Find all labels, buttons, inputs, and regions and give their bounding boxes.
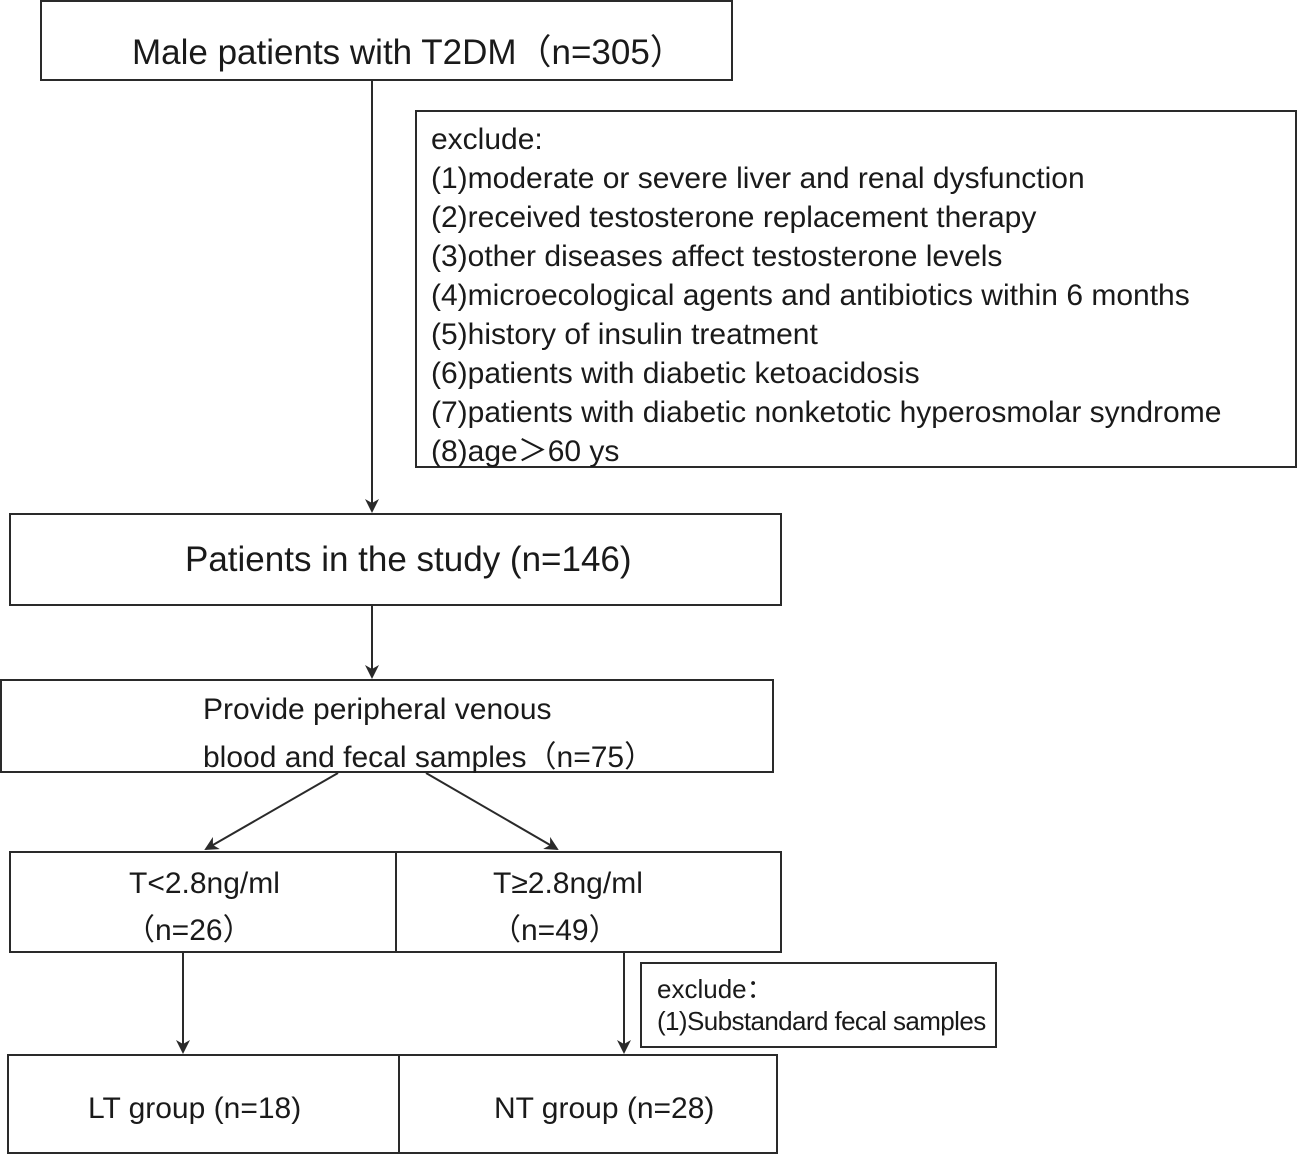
fecal-exclusion-heading: exclude：: [657, 974, 773, 1004]
exclusion-item: (7)patients with diabetic nonketotic hyp…: [431, 396, 1222, 429]
lt-group-box: LT group (n=18): [7, 1054, 400, 1154]
top-box-text: Male patients with T2DM（n=305）: [132, 33, 685, 72]
exclusion-item: (3)other diseases affect testosterone le…: [431, 240, 1003, 273]
low-testosterone-count: （n=26）: [125, 914, 253, 947]
low-testosterone-box: T<2.8ng/ml （n=26）: [9, 851, 397, 953]
normal-testosterone-box: T≥2.8ng/ml （n=49）: [395, 851, 782, 953]
exclusion-item: (1)moderate or severe liver and renal dy…: [431, 162, 1085, 195]
study-patients-text: Patients in the study (n=146): [185, 540, 632, 579]
exclusion-item: (2)received testosterone replacement the…: [431, 201, 1037, 234]
exclusion-item: (5)history of insulin treatment: [431, 318, 818, 351]
exclusion-item: (8)age＞60 ys: [431, 435, 620, 468]
arrow-samples-to-normal-t: [425, 772, 559, 851]
samples-box: Provide peripheral venous blood and feca…: [0, 679, 774, 774]
exclusion-criteria-box: exclude: (1)moderate or severe liver and…: [415, 110, 1297, 468]
study-patients-box: Patients in the study (n=146): [9, 513, 782, 606]
normal-testosterone-count: （n=49）: [491, 914, 619, 947]
low-testosterone-threshold: T<2.8ng/ml: [129, 867, 280, 900]
samples-line-2: blood and fecal samples（n=75）: [203, 741, 655, 774]
arrow-samples-to-low-t: [204, 772, 339, 850]
lt-group-text: LT group (n=18): [88, 1092, 302, 1125]
exclusion-list: exclude: (1)moderate or severe liver and…: [431, 120, 1221, 471]
exclusion-item: (6)patients with diabetic ketoacidosis: [431, 357, 920, 390]
exclusion-item: (4)microecological agents and antibiotic…: [431, 279, 1190, 312]
top-box: Male patients with T2DM（n=305）: [40, 0, 733, 81]
nt-group-box: NT group (n=28): [398, 1054, 778, 1154]
fecal-exclusion-box: exclude： (1)Substandard fecal samples: [640, 962, 997, 1048]
fecal-exclusion-item: (1)Substandard fecal samples: [657, 1006, 986, 1036]
samples-line-1: Provide peripheral venous: [203, 693, 552, 726]
exclusion-heading: exclude:: [431, 123, 543, 156]
normal-testosterone-threshold: T≥2.8ng/ml: [493, 867, 643, 900]
nt-group-text: NT group (n=28): [494, 1092, 715, 1125]
